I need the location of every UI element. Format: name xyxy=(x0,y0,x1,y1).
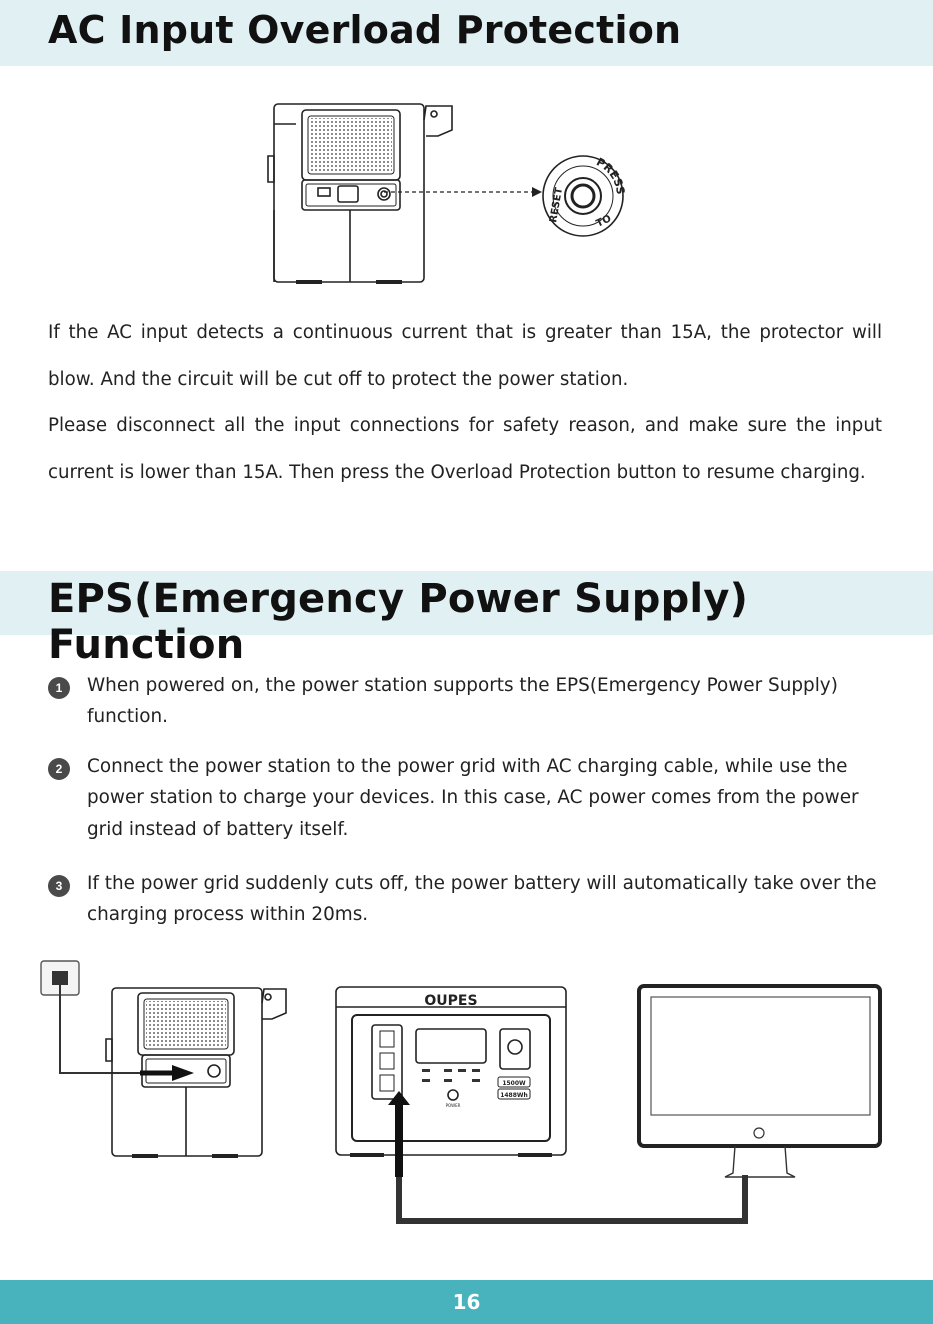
arrow-connector xyxy=(384,187,542,197)
page-number: 16 xyxy=(452,1290,481,1314)
watt-label: 1500W xyxy=(502,1080,526,1087)
power-station-side-icon xyxy=(267,103,453,284)
step-text: When powered on, the power station suppo… xyxy=(87,675,838,728)
page-footer: 16 xyxy=(0,1280,933,1324)
overload-instructions: Please disconnect all the input connecti… xyxy=(48,415,882,483)
step-number: 3 xyxy=(48,875,70,897)
monitor-icon xyxy=(637,984,882,1178)
power-station-front-icon xyxy=(335,986,567,1157)
step-text: If the power grid suddenly cuts off, the… xyxy=(87,873,877,926)
step-text: Connect the power station to the power g… xyxy=(87,756,859,840)
eps-diagram: OUPES POWER 1500W 1488Wh xyxy=(40,960,882,1224)
step-number: 2 xyxy=(48,758,70,780)
overload-description: If the AC input detects a continuous cur… xyxy=(48,322,882,390)
section-banner-ac-overload: AC Input Overload Protection xyxy=(0,0,933,66)
step-number: 1 xyxy=(48,677,70,699)
power-label: POWER xyxy=(446,1103,461,1108)
section-title: AC Input Overload Protection xyxy=(48,8,682,52)
wall-outlet-icon xyxy=(40,960,140,1074)
capacity-label: 1488Wh xyxy=(500,1092,528,1099)
device-brand: OUPES xyxy=(424,993,477,1009)
reset-button-icon[interactable]: PRESS TO RESET xyxy=(540,153,626,239)
section-banner-eps: EPS(Emergency Power Supply) Function xyxy=(0,571,933,668)
section-title: EPS(Emergency Power Supply) Function xyxy=(48,576,749,668)
